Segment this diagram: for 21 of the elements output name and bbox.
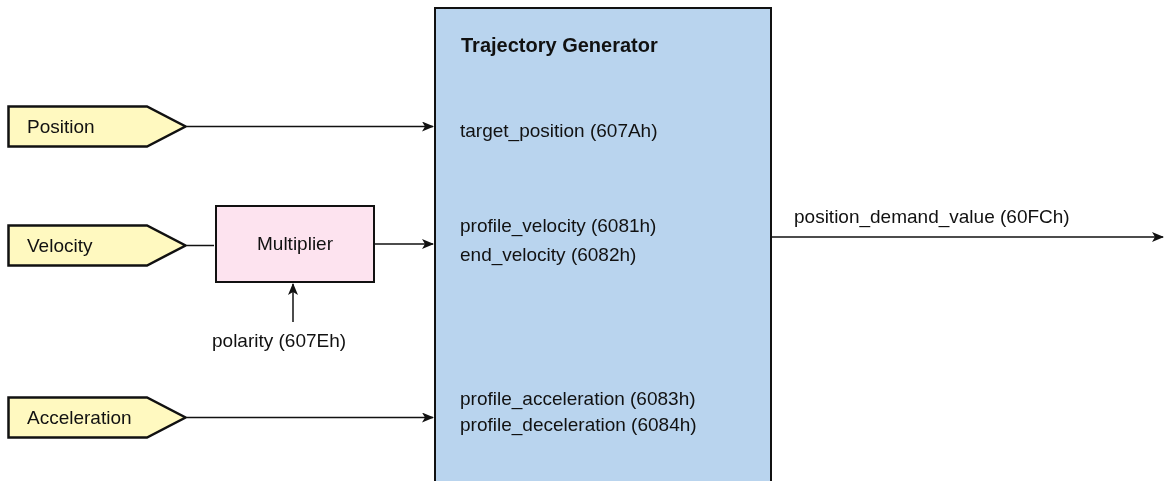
arrow — [374, 239, 434, 249]
parameter-label: profile_acceleration (6083h) — [460, 388, 696, 410]
input-tag — [7, 224, 187, 267]
parameter-label: profile_velocity (6081h) — [460, 215, 657, 237]
block-title: Trajectory Generator — [461, 34, 658, 56]
arrow — [288, 283, 298, 323]
parameter-label: target_position (607Ah) — [460, 120, 658, 142]
process-box — [215, 205, 375, 283]
parameter-label: polarity (607Eh) — [212, 330, 387, 354]
input-tag — [7, 105, 187, 148]
tag-label: Velocity — [27, 234, 93, 257]
block-panel — [434, 7, 772, 481]
tag-label: Position — [27, 115, 95, 138]
arrow — [186, 121, 434, 132]
box-label: Multiplier — [256, 233, 334, 255]
tag-label: Acceleration — [27, 406, 132, 429]
input-tag — [7, 396, 187, 439]
arrow — [771, 232, 1164, 242]
parameter-label: end_velocity (6082h) — [460, 244, 637, 266]
arrow — [186, 412, 434, 423]
parameter-label: profile_deceleration (6084h) — [460, 414, 697, 436]
